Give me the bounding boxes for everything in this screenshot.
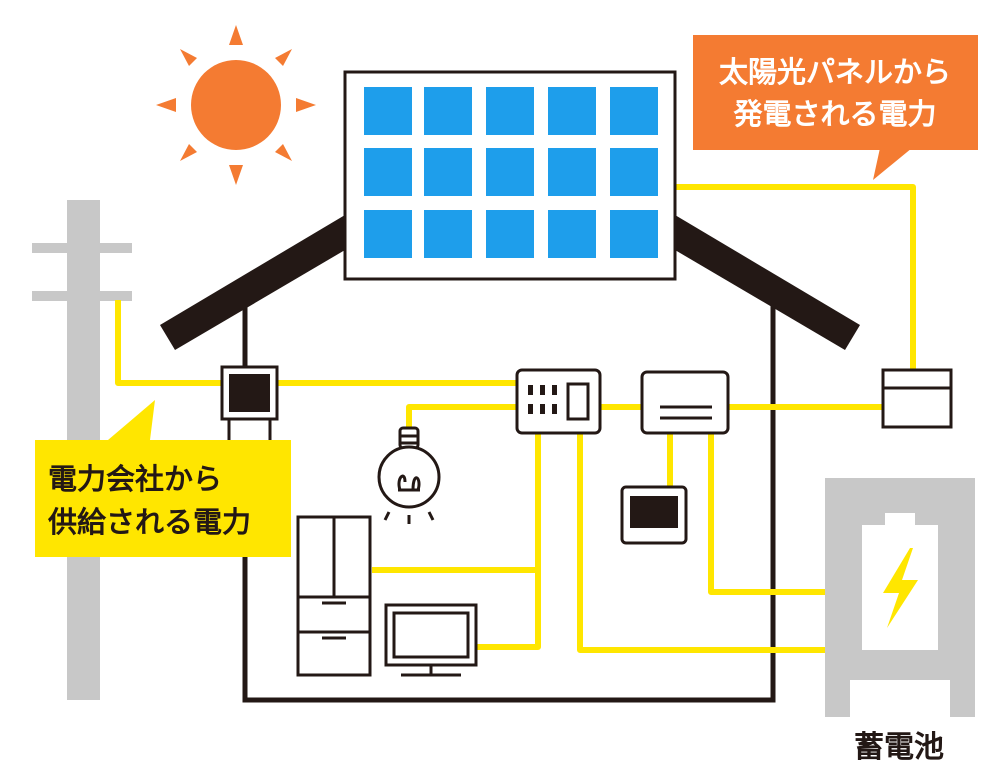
battery-icon [825,478,975,717]
grid-callout-line2: 供給される電力 [47,505,251,539]
solar-callout-line1: 太陽光パネルから [719,55,951,89]
sun-icon [156,25,316,185]
power-wires [115,184,916,653]
refrigerator-icon [296,515,372,677]
tv-icon [384,603,478,677]
junction-box-icon [881,368,953,429]
solar-panel-icon [343,70,677,281]
solar-callout-line2: 発電される電力 [732,97,936,131]
monitor-icon [620,485,688,545]
solar-callout: 太陽光パネルから 発電される電力 [693,35,978,180]
power-conditioner-icon [640,370,730,435]
grid-callout-line1: 電力会社から [48,462,222,496]
breaker-panel-icon [515,368,602,435]
battery-label: 蓄電池 [854,730,944,765]
lightning-bolt-icon [883,548,918,628]
grid-callout: 電力会社から 供給される電力 [35,400,291,557]
light-bulb-icon [377,426,441,524]
meter-icon [220,365,279,453]
